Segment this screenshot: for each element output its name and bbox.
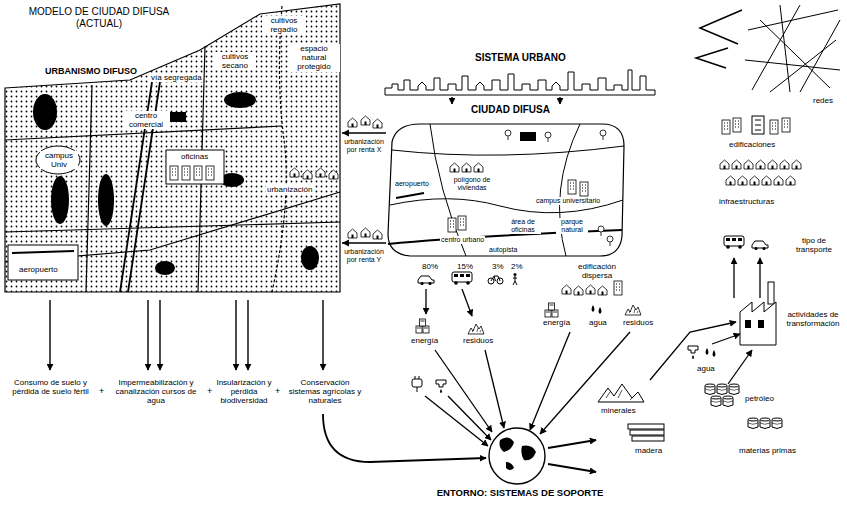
map-label: residuos xyxy=(462,336,494,345)
map-label: infraestructuras xyxy=(718,197,775,206)
map-label: cultivos regadío xyxy=(262,16,306,34)
map-label: + xyxy=(274,386,281,396)
map-label: 3% xyxy=(491,262,505,271)
map-label: oficinas xyxy=(180,152,209,161)
map-label: área de oficinas xyxy=(505,218,541,234)
map-label: Impermeabilización y canalización cursos… xyxy=(106,378,206,406)
urban-skyline xyxy=(385,70,655,104)
map-label: 80% xyxy=(421,262,439,271)
connector xyxy=(342,240,386,247)
map-label: redes xyxy=(812,96,834,105)
map-label: minerales xyxy=(600,406,637,415)
map-label: actividades de transformación xyxy=(781,310,845,328)
map-label: petróleo xyxy=(744,394,775,403)
map-label: urbanización xyxy=(266,185,313,194)
map-label: energía xyxy=(542,318,571,327)
map-label: agua xyxy=(696,364,716,373)
map-label: centro comercial xyxy=(124,111,168,129)
map-label: Conservación sistemas agrícolas y natura… xyxy=(284,378,366,406)
map-label: campus universitario xyxy=(535,197,601,205)
map-label: 2% xyxy=(510,262,524,271)
map-label: edificaciones xyxy=(728,140,776,149)
map-label: 15% xyxy=(456,262,474,271)
map-label: espacio natural protegido xyxy=(288,44,340,72)
map-label: polígono de viviendas xyxy=(448,176,496,192)
map-label: centro urbano xyxy=(440,236,485,244)
map-label: vía segregada xyxy=(150,73,203,82)
city-map xyxy=(348,116,624,256)
node-heading: ENTORNO: SISTEMAS DE SOPORTE xyxy=(418,488,622,499)
map-label: edificación dispersa xyxy=(566,262,628,280)
map-label: tipo de transporte xyxy=(788,236,840,254)
map-label: Consumo de suelo y pérdida de suelo fért… xyxy=(2,378,99,396)
arrow-head xyxy=(342,130,349,137)
earth-globe xyxy=(489,428,545,484)
diagram-title: MODELO DE CIUDAD DIFUSA (ACTUAL) xyxy=(8,6,190,29)
map-label: aeropuerto xyxy=(18,265,59,274)
impact-arrows xyxy=(50,300,486,462)
map-label: campus Univ xyxy=(40,151,78,169)
map-label: materias primas xyxy=(738,446,797,455)
support-systems xyxy=(598,5,840,441)
arrow-head xyxy=(342,240,349,247)
map-label: energía xyxy=(410,336,439,345)
connector xyxy=(342,130,386,137)
node-heading: URBANISMO DIFUSO xyxy=(44,66,138,76)
map-label: + xyxy=(98,386,105,396)
edge-label: urbanización por renta X xyxy=(343,138,385,154)
map-region: ENTORNO: SISTEMAS DE SOPORTE xyxy=(418,424,622,504)
map-label: agua xyxy=(588,318,608,327)
map-label: aeropuerto xyxy=(394,180,430,188)
map-label: residuos xyxy=(622,318,654,327)
map-label: parque natural xyxy=(556,218,588,234)
map-label: SISTEMA URBANO xyxy=(474,52,567,64)
map-label: cultivos secano xyxy=(214,52,256,70)
map-label: autopista xyxy=(488,246,518,254)
diffuse-map xyxy=(5,4,340,292)
node-heading: CIUDAD DIFUSA xyxy=(386,104,635,116)
map-label: + xyxy=(206,386,213,396)
map-label: madera xyxy=(634,446,663,455)
map-label: Insularización y pérdida biodiversidad xyxy=(214,378,274,406)
edge-label: urbanización por renta Y xyxy=(343,248,385,264)
